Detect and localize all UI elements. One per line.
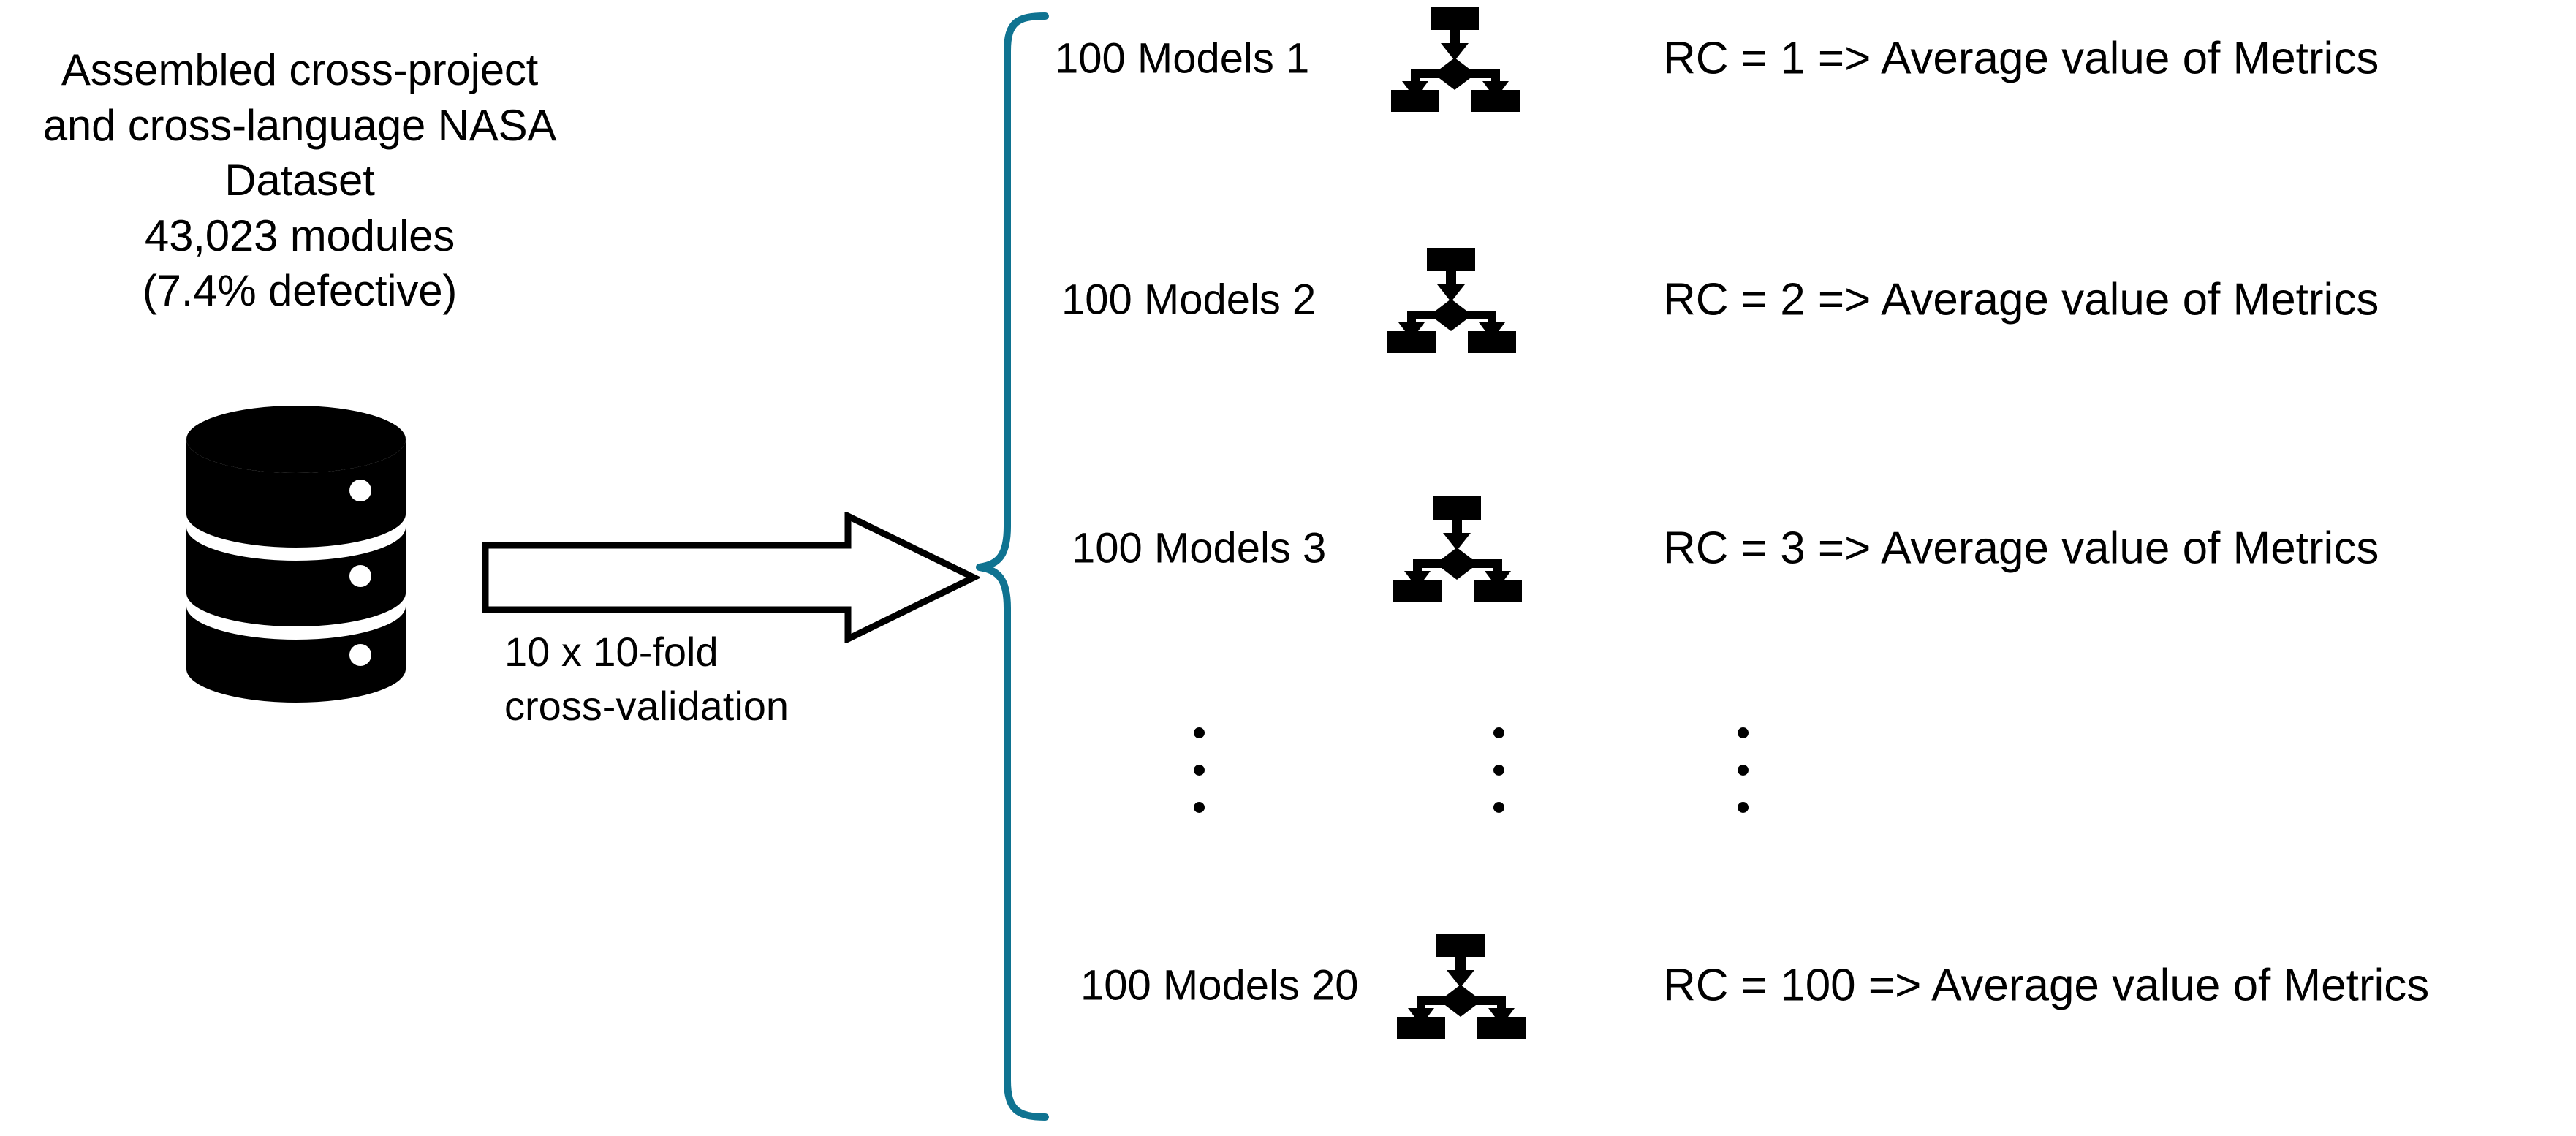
ellipsis-dot: [1738, 802, 1749, 813]
cv-caption-line-1: 10 x 10-fold: [504, 629, 719, 675]
row-rc-text: RC = 1 => Average value of Metrics: [1663, 33, 2379, 84]
ellipsis-column-icons: [1493, 727, 1507, 815]
dataset-caption: Assembled cross-project and cross-langua…: [0, 42, 599, 319]
ellipsis-dot: [1493, 727, 1504, 738]
database-cylinder-icon: [175, 404, 417, 704]
row-label: 100 Models 1: [1055, 34, 1310, 83]
row-rc-text: RC = 3 => Average value of Metrics: [1663, 523, 2379, 574]
row-rc-text: RC = 100 => Average value of Metrics: [1663, 960, 2430, 1011]
decision-tree-icon: [1378, 4, 1531, 113]
row-label: 100 Models 2: [1061, 276, 1317, 324]
decision-tree-icon: [1384, 931, 1537, 1040]
dataset-caption-line-5: (7.4% defective): [142, 266, 458, 316]
model-row: 100 Models 3 RC = 3 => Average value of …: [0, 475, 2576, 621]
cross-validation-caption: 10 x 10-fold cross-validation: [504, 625, 914, 733]
left-curly-brace-icon: [972, 0, 1060, 1136]
dataset-caption-line-4: 43,023 modules: [144, 211, 455, 260]
model-row: 100 Models 20 RC = 100 => Average value …: [0, 912, 2576, 1059]
ellipsis-dot: [1738, 727, 1749, 738]
model-row: 100 Models 2 RC = 2 => Average value of …: [0, 227, 2576, 373]
ellipsis-dot: [1194, 802, 1205, 813]
dataset-caption-line-1: Assembled cross-project: [61, 45, 539, 94]
cv-caption-line-2: cross-validation: [504, 682, 789, 729]
ellipsis-dot: [1194, 727, 1205, 738]
ellipsis-dot: [1194, 765, 1205, 776]
ellipsis-column-rc: [1738, 727, 1751, 815]
ellipsis-dot: [1493, 802, 1504, 813]
dataset-caption-line-3: Dataset: [224, 156, 375, 205]
decision-tree-icon: [1374, 245, 1528, 355]
row-label: 100 Models 20: [1080, 961, 1359, 1010]
ellipsis-column-models: [1194, 727, 1207, 815]
model-row: 100 Models 1 RC = 1 => Average value of …: [0, 0, 2576, 132]
ellipsis-dot: [1493, 765, 1504, 776]
ellipsis-dot: [1738, 765, 1749, 776]
row-rc-text: RC = 2 => Average value of Metrics: [1663, 274, 2379, 325]
row-label: 100 Models 3: [1072, 524, 1327, 572]
block-arrow-right-icon: [482, 510, 982, 645]
dataset-caption-line-2: and cross-language NASA: [42, 100, 557, 150]
decision-tree-icon: [1380, 493, 1534, 603]
